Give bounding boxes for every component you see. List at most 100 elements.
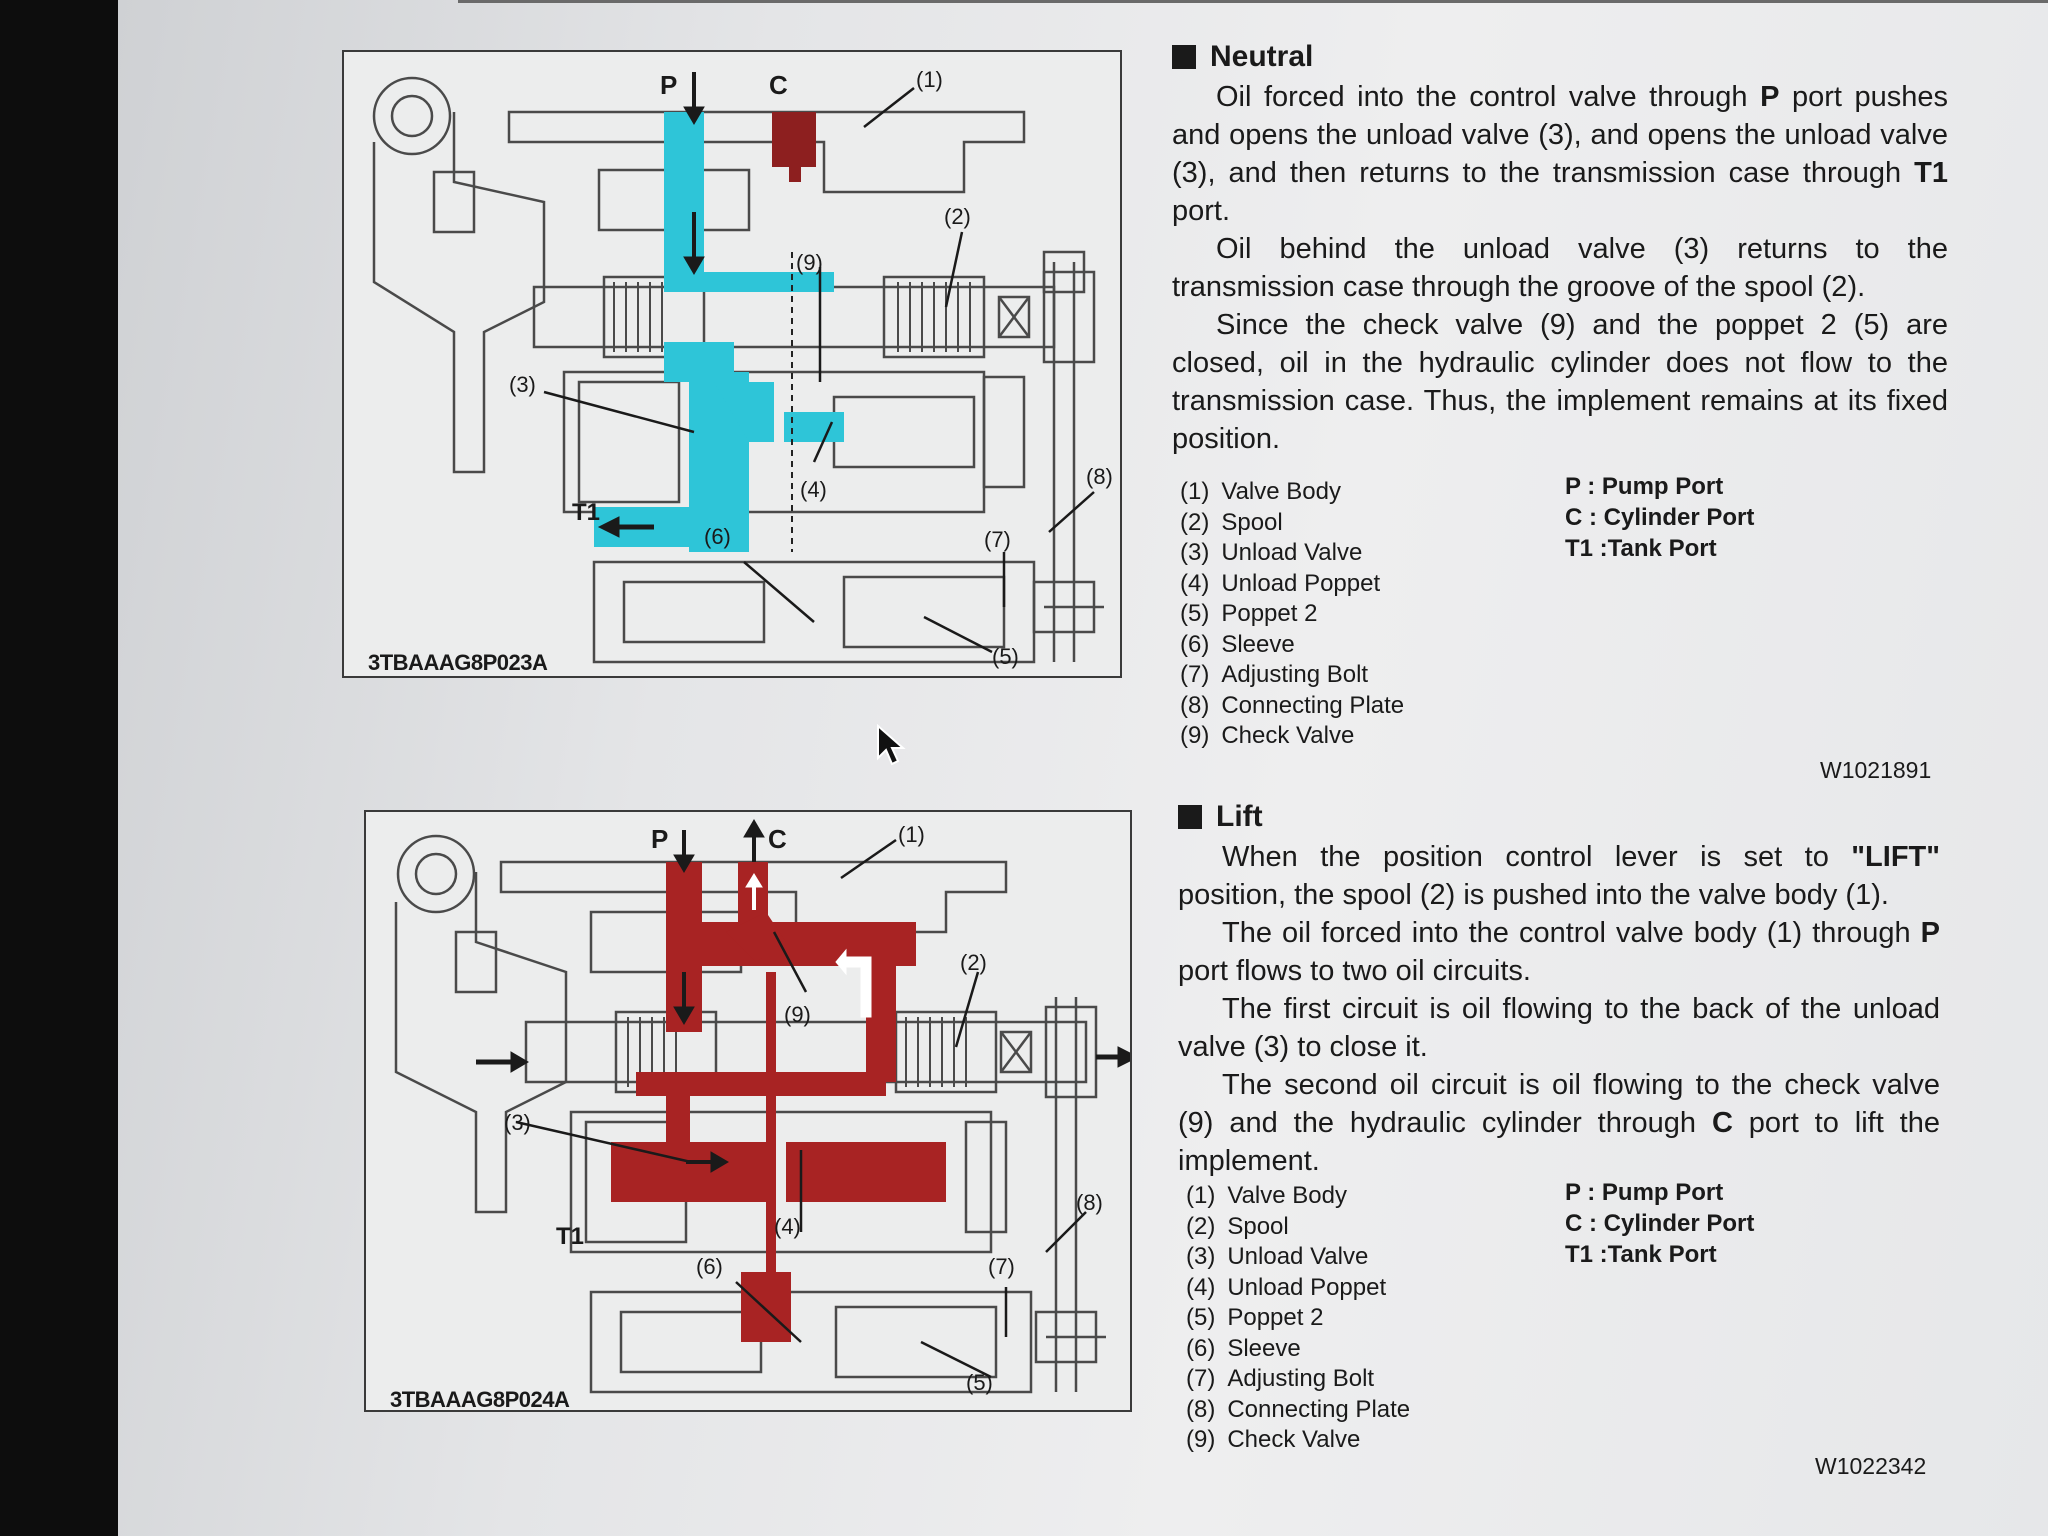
- part-name: Adjusting Bolt: [1221, 661, 1369, 688]
- part-name: Poppet 2: [1227, 1304, 1324, 1331]
- bold-term: "LIFT": [1851, 841, 1940, 873]
- parts-list-item: (8)Connecting Plate: [1180, 691, 1404, 722]
- top-rule: [458, 0, 2048, 3]
- parts-list-item: (6) Sleeve: [1180, 630, 1404, 661]
- heading-text: Lift: [1216, 800, 1263, 833]
- part-number: (3): [1186, 1243, 1216, 1270]
- callout-3: (3): [509, 372, 536, 397]
- parts-list-item: (9) Check Valve: [1186, 1425, 1410, 1456]
- parts-list-item: (5) Poppet 2: [1186, 1303, 1410, 1334]
- callout-7: (7): [988, 1254, 1015, 1279]
- body-paragraph: The first circuit is oil flowing to the …: [1178, 990, 1940, 1066]
- section-code: W1021891: [1820, 757, 1932, 783]
- text-run: port pushes and opens the unload valve (…: [1172, 81, 1948, 189]
- figure-code: 3TBAAAG8P023A: [368, 650, 548, 675]
- lift-section: Lift When the position control lever is …: [1178, 800, 1940, 1180]
- port-t1-label: T1: [556, 1223, 584, 1250]
- body-paragraph: Since the check valve (9) and the poppet…: [1172, 306, 1948, 458]
- lift-valve-drawing: P C (1) (2) (3) (9) (4) (8) (6) (7) (5) …: [394, 819, 1130, 1395]
- part-number: (6): [1180, 630, 1210, 658]
- part-number: (6): [1186, 1334, 1216, 1362]
- callout-2: (2): [944, 204, 971, 229]
- parts-list-item: (4)Unload Poppet: [1186, 1273, 1410, 1304]
- part-number: (7): [1180, 661, 1210, 688]
- text-run: The first circuit is oil flowing to the …: [1178, 993, 1940, 1063]
- parts-list-item: (9)Check Valve: [1180, 721, 1404, 752]
- bold-term: T1: [1914, 157, 1948, 189]
- part-name: Check Valve: [1227, 1426, 1361, 1453]
- heading-text: Neutral: [1210, 40, 1314, 73]
- parts-list-item: (2)Spool: [1186, 1212, 1410, 1243]
- part-number: (5): [1180, 600, 1210, 627]
- part-number: (5): [1186, 1304, 1216, 1331]
- port-c-label: C: [769, 70, 788, 100]
- bold-term: C: [1711, 1107, 1733, 1139]
- neutral-valve-drawing: P C (1) (2) (3) (9) (4) (8) (6) (7) (5) …: [372, 67, 1113, 669]
- port-legend-item: P : Pump Port: [1565, 1179, 1724, 1206]
- lift-diagram: P C (1) (2) (3) (9) (4) (8) (6) (7) (5) …: [364, 810, 1132, 1412]
- callout-3: (3): [504, 1110, 531, 1135]
- part-name: Spool: [1227, 1212, 1289, 1240]
- text-run: Oil behind the unload valve (3) returns …: [1172, 233, 1948, 303]
- text-run: port to lift the implement.: [1178, 1107, 1940, 1177]
- text-run: When the position control lever is set t…: [1222, 841, 1852, 873]
- lift-parts-list: (1)Valve Body(2)Spool(3) Unload Valve (4)U…: [1186, 1181, 1410, 1456]
- port-p-label: P: [651, 824, 668, 854]
- port-t1-label: T1: [572, 499, 600, 526]
- callout-4: (4): [800, 477, 827, 502]
- callout-4: (4): [774, 1214, 801, 1239]
- callout-5: (5): [992, 644, 1019, 669]
- part-number: (1): [1186, 1182, 1216, 1209]
- body-paragraph: The second oil circuit is oil flowing to…: [1178, 1066, 1940, 1180]
- part-name: Sleeve: [1221, 630, 1295, 658]
- lift-paragraphs: When the position control lever is set t…: [1178, 838, 1940, 1180]
- part-name: Adjusting Bolt: [1227, 1365, 1375, 1392]
- part-name: Spool: [1221, 508, 1283, 536]
- part-name: Connecting Plate: [1227, 1395, 1411, 1423]
- text-run: port flows to two oil circuits.: [1178, 955, 1531, 987]
- monitor-bezel: [0, 0, 120, 1536]
- parts-list-item: (3) Unload Valve: [1186, 1242, 1410, 1273]
- callout-8: (8): [1076, 1190, 1103, 1215]
- body-paragraph: When the position control lever is set t…: [1178, 838, 1940, 914]
- neutral-parts-list: (1)Valve Body(2)Spool(3)Unload Valve(4)U…: [1180, 477, 1404, 752]
- callout-1: (1): [916, 67, 943, 92]
- port-legend-item: C : Cylinder Port: [1565, 504, 1755, 531]
- parts-list-item: (8) Connecting Plate: [1186, 1395, 1410, 1426]
- part-name: Poppet 2: [1221, 600, 1318, 627]
- part-name: Unload Valve: [1227, 1243, 1369, 1270]
- parts-list-item: (4)Unload Poppet: [1180, 569, 1404, 600]
- text-run: Since the check valve (9) and the poppet…: [1172, 309, 1948, 455]
- text-run: The oil forced into the control valve bo…: [1222, 917, 1921, 949]
- callout-8: (8): [1086, 464, 1113, 489]
- part-name: Unload Poppet: [1221, 569, 1381, 597]
- callout-6: (6): [696, 1254, 723, 1279]
- callout-5: (5): [966, 1370, 993, 1395]
- mouse-cursor-icon: [877, 724, 906, 766]
- port-legend-item: T1 :Tank Port: [1565, 1241, 1717, 1268]
- port-p-label: P: [660, 70, 677, 100]
- parts-list-item: (2)Spool: [1180, 508, 1404, 539]
- port-legend-item: P : Pump Port: [1565, 473, 1724, 500]
- part-number: (8): [1186, 1395, 1216, 1423]
- part-number: (3): [1180, 539, 1210, 566]
- callout-1: (1): [898, 822, 925, 847]
- bold-term: P: [1920, 917, 1940, 949]
- text-run: position, the spool (2) is pushed into t…: [1178, 879, 1889, 911]
- bullet-square-icon: [1178, 805, 1202, 829]
- callout-9: (9): [796, 250, 823, 275]
- part-name: Unload Valve: [1221, 539, 1363, 566]
- part-name: Check Valve: [1221, 722, 1355, 749]
- part-number: (8): [1180, 691, 1210, 719]
- bold-term: P: [1760, 81, 1780, 113]
- body-paragraph: Oil forced into the control valve throug…: [1172, 78, 1948, 230]
- callout-9: (9): [784, 1002, 811, 1027]
- body-paragraph: The oil forced into the control valve bo…: [1178, 914, 1940, 990]
- section-heading: Lift: [1178, 800, 1940, 834]
- port-legend-item: T1 :Tank Port: [1565, 535, 1717, 562]
- part-name: Sleeve: [1227, 1334, 1301, 1362]
- parts-list-item: (1)Valve Body: [1186, 1181, 1410, 1212]
- neutral-diagram: P C (1) (2) (3) (9) (4) (8) (6) (7) (5) …: [342, 50, 1122, 678]
- part-number: (9): [1186, 1426, 1216, 1453]
